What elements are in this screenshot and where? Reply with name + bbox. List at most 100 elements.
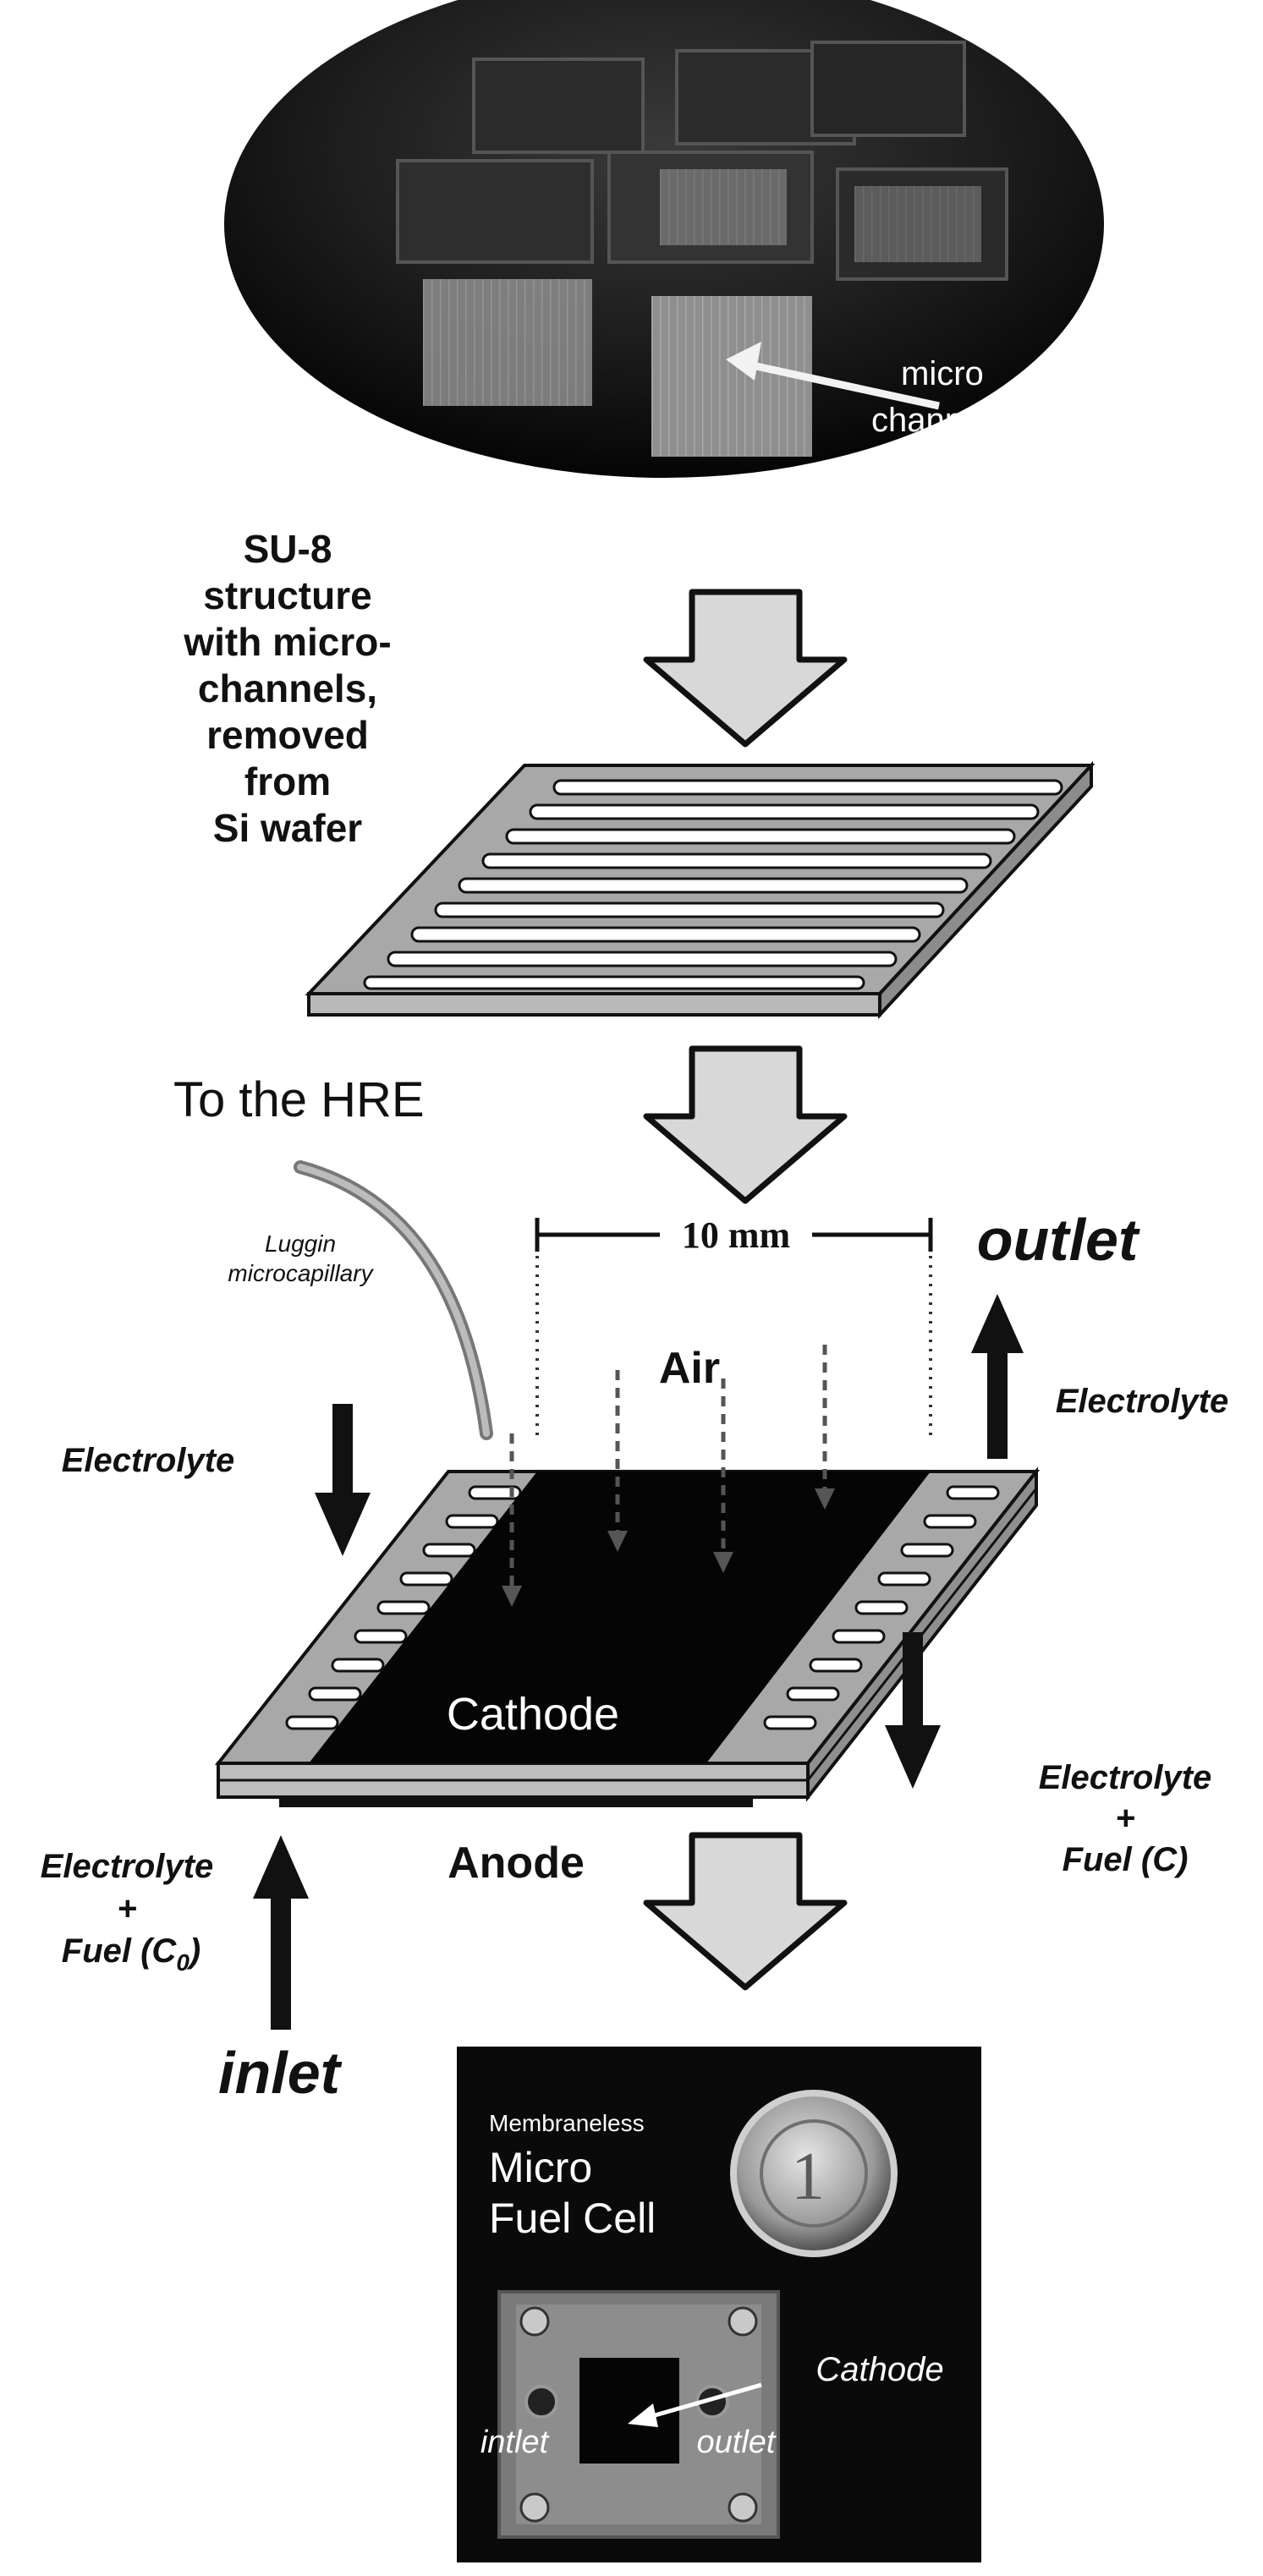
- screw: [519, 2306, 550, 2337]
- exit-flow-label: Electrolyte: [1039, 1759, 1212, 1796]
- caption-line: SU-8: [244, 527, 332, 571]
- micro-channel: [900, 1543, 954, 1558]
- micro-channel: [354, 1629, 408, 1644]
- micro-channel: [399, 1571, 453, 1587]
- anode-label: Anode: [448, 1839, 585, 1888]
- device-cathode-window: [579, 2358, 679, 2464]
- micro-channel-pattern: [423, 279, 592, 406]
- micro-channel: [786, 1686, 840, 1702]
- su8-caption: SU-8 structure with micro- channels, rem…: [183, 527, 391, 850]
- electrolyte-in-arrow-shaft: [332, 1404, 353, 1497]
- micro-channel-pattern: [854, 186, 981, 262]
- luggin-label: Luggin: [265, 1230, 336, 1257]
- wafer-structures: [396, 41, 1008, 457]
- exit-flow-label: Fuel (C): [1063, 1841, 1189, 1878]
- device-inlet-label: intlet: [480, 2425, 550, 2460]
- micro-channel: [481, 852, 992, 869]
- inlet-flow-label: Fuel (C0): [62, 1932, 200, 1976]
- device-title-line2: Fuel Cell: [489, 2195, 656, 2242]
- caption-line: channels,: [198, 666, 377, 710]
- outlet-flow-label: Electrolyte: [1056, 1383, 1229, 1420]
- callout-label-micro: micro: [901, 355, 984, 392]
- micro-channel: [505, 828, 1016, 845]
- inlet-fuel-text: Fuel (C: [62, 1932, 178, 1970]
- micro-channel: [923, 1514, 977, 1529]
- wafer-die: [810, 41, 966, 137]
- electrolyte-in-label: Electrolyte: [62, 1442, 235, 1479]
- wafer-photo: micro channels: [224, 0, 1104, 478]
- micro-channel: [434, 902, 945, 918]
- inlet-subscript: 0: [176, 1949, 189, 1976]
- cell-channels-left: [285, 1485, 522, 1730]
- inlet-arrow-shaft: [271, 1894, 291, 2030]
- micro-channel: [877, 1571, 931, 1587]
- device-title-small: Membraneless: [489, 2110, 645, 2136]
- caption-line: structure: [203, 573, 371, 617]
- plate-front-face: [307, 992, 881, 1017]
- micro-channel: [308, 1686, 362, 1702]
- micro-channel: [410, 926, 921, 943]
- screw: [519, 2492, 550, 2523]
- inlet-flow-label: +: [117, 1890, 136, 1927]
- micro-channel: [285, 1715, 339, 1730]
- micro-channel: [387, 951, 898, 967]
- cell-channels-right: [763, 1485, 1000, 1730]
- callout-arrowhead: [726, 342, 761, 381]
- micro-channel: [854, 1600, 909, 1615]
- micro-channel: [946, 1485, 1000, 1500]
- device-title-line1: Micro: [489, 2144, 592, 2191]
- air-label: Air: [659, 1344, 720, 1393]
- inlet-close-paren: ): [186, 1932, 200, 1970]
- micro-channel: [763, 1715, 817, 1730]
- micro-channel: [468, 1485, 522, 1500]
- caption-line: removed: [206, 713, 369, 757]
- su8-plate: [305, 760, 1096, 1020]
- caption-line: with micro-: [183, 620, 391, 664]
- scale-label-bg: [660, 1211, 812, 1253]
- process-arrow-down: [643, 1832, 848, 1991]
- outlet-label: outlet: [977, 1207, 1140, 1273]
- cathode-callout-arrowhead: [628, 2403, 658, 2427]
- inlet-label: inlet: [218, 2040, 343, 2106]
- caption-line: from: [244, 759, 331, 803]
- exit-arrow-head: [885, 1725, 941, 1789]
- plate-channels: [363, 779, 1063, 990]
- inlet-flow-label: Electrolyte: [41, 1848, 214, 1885]
- micro-channel: [529, 803, 1040, 820]
- euro-coin-inner: [760, 2119, 868, 2228]
- micro-channel: [809, 1658, 863, 1673]
- micro-channel: [552, 779, 1063, 796]
- wafer-die: [472, 58, 645, 154]
- micro-channel: [445, 1514, 499, 1529]
- air-flow-arrowhead: [815, 1488, 835, 1510]
- inlet-arrow-head: [253, 1835, 309, 1899]
- cathode-callout-arrow: [642, 2382, 762, 2421]
- micro-channel-pattern: [660, 169, 787, 245]
- screw: [728, 2306, 758, 2337]
- process-arrow-down: [643, 1045, 848, 1204]
- fluid-port: [524, 2385, 558, 2419]
- device-cathode-label: Cathode: [815, 2351, 943, 2388]
- exit-flow-label: +: [1115, 1800, 1134, 1837]
- air-flow-arrowhead: [713, 1552, 733, 1573]
- exit-arrow-shaft: [903, 1632, 923, 1729]
- air-flow-arrowhead: [502, 1586, 522, 1607]
- outlet-arrow-head: [971, 1294, 1024, 1353]
- screw: [728, 2492, 758, 2523]
- outlet-arrow-shaft: [987, 1349, 1008, 1459]
- luggin-capillary: [294, 1160, 493, 1440]
- luggin-label: microcapillary: [228, 1260, 374, 1286]
- hre-label: To the HRE: [173, 1072, 425, 1127]
- cathode-label: Cathode: [447, 1689, 619, 1740]
- micro-channel: [376, 1600, 431, 1615]
- euro-coin-numeral: 1: [791, 2140, 825, 2214]
- luggin-capillary-core: [297, 1164, 490, 1437]
- micro-channel: [331, 1658, 385, 1673]
- micro-channel: [422, 1543, 476, 1558]
- plate-side-face: [878, 760, 1093, 1020]
- electrolyte-in-arrow-head: [315, 1493, 371, 1556]
- anode-electrode-edge: [279, 1797, 753, 1807]
- fuel-cell-schematic: To the HRE Luggin microcapillary 10 mm A…: [41, 1072, 1229, 2106]
- device-photo: Membraneless Micro Fuel Cell 1 Cathode i…: [457, 2047, 981, 2562]
